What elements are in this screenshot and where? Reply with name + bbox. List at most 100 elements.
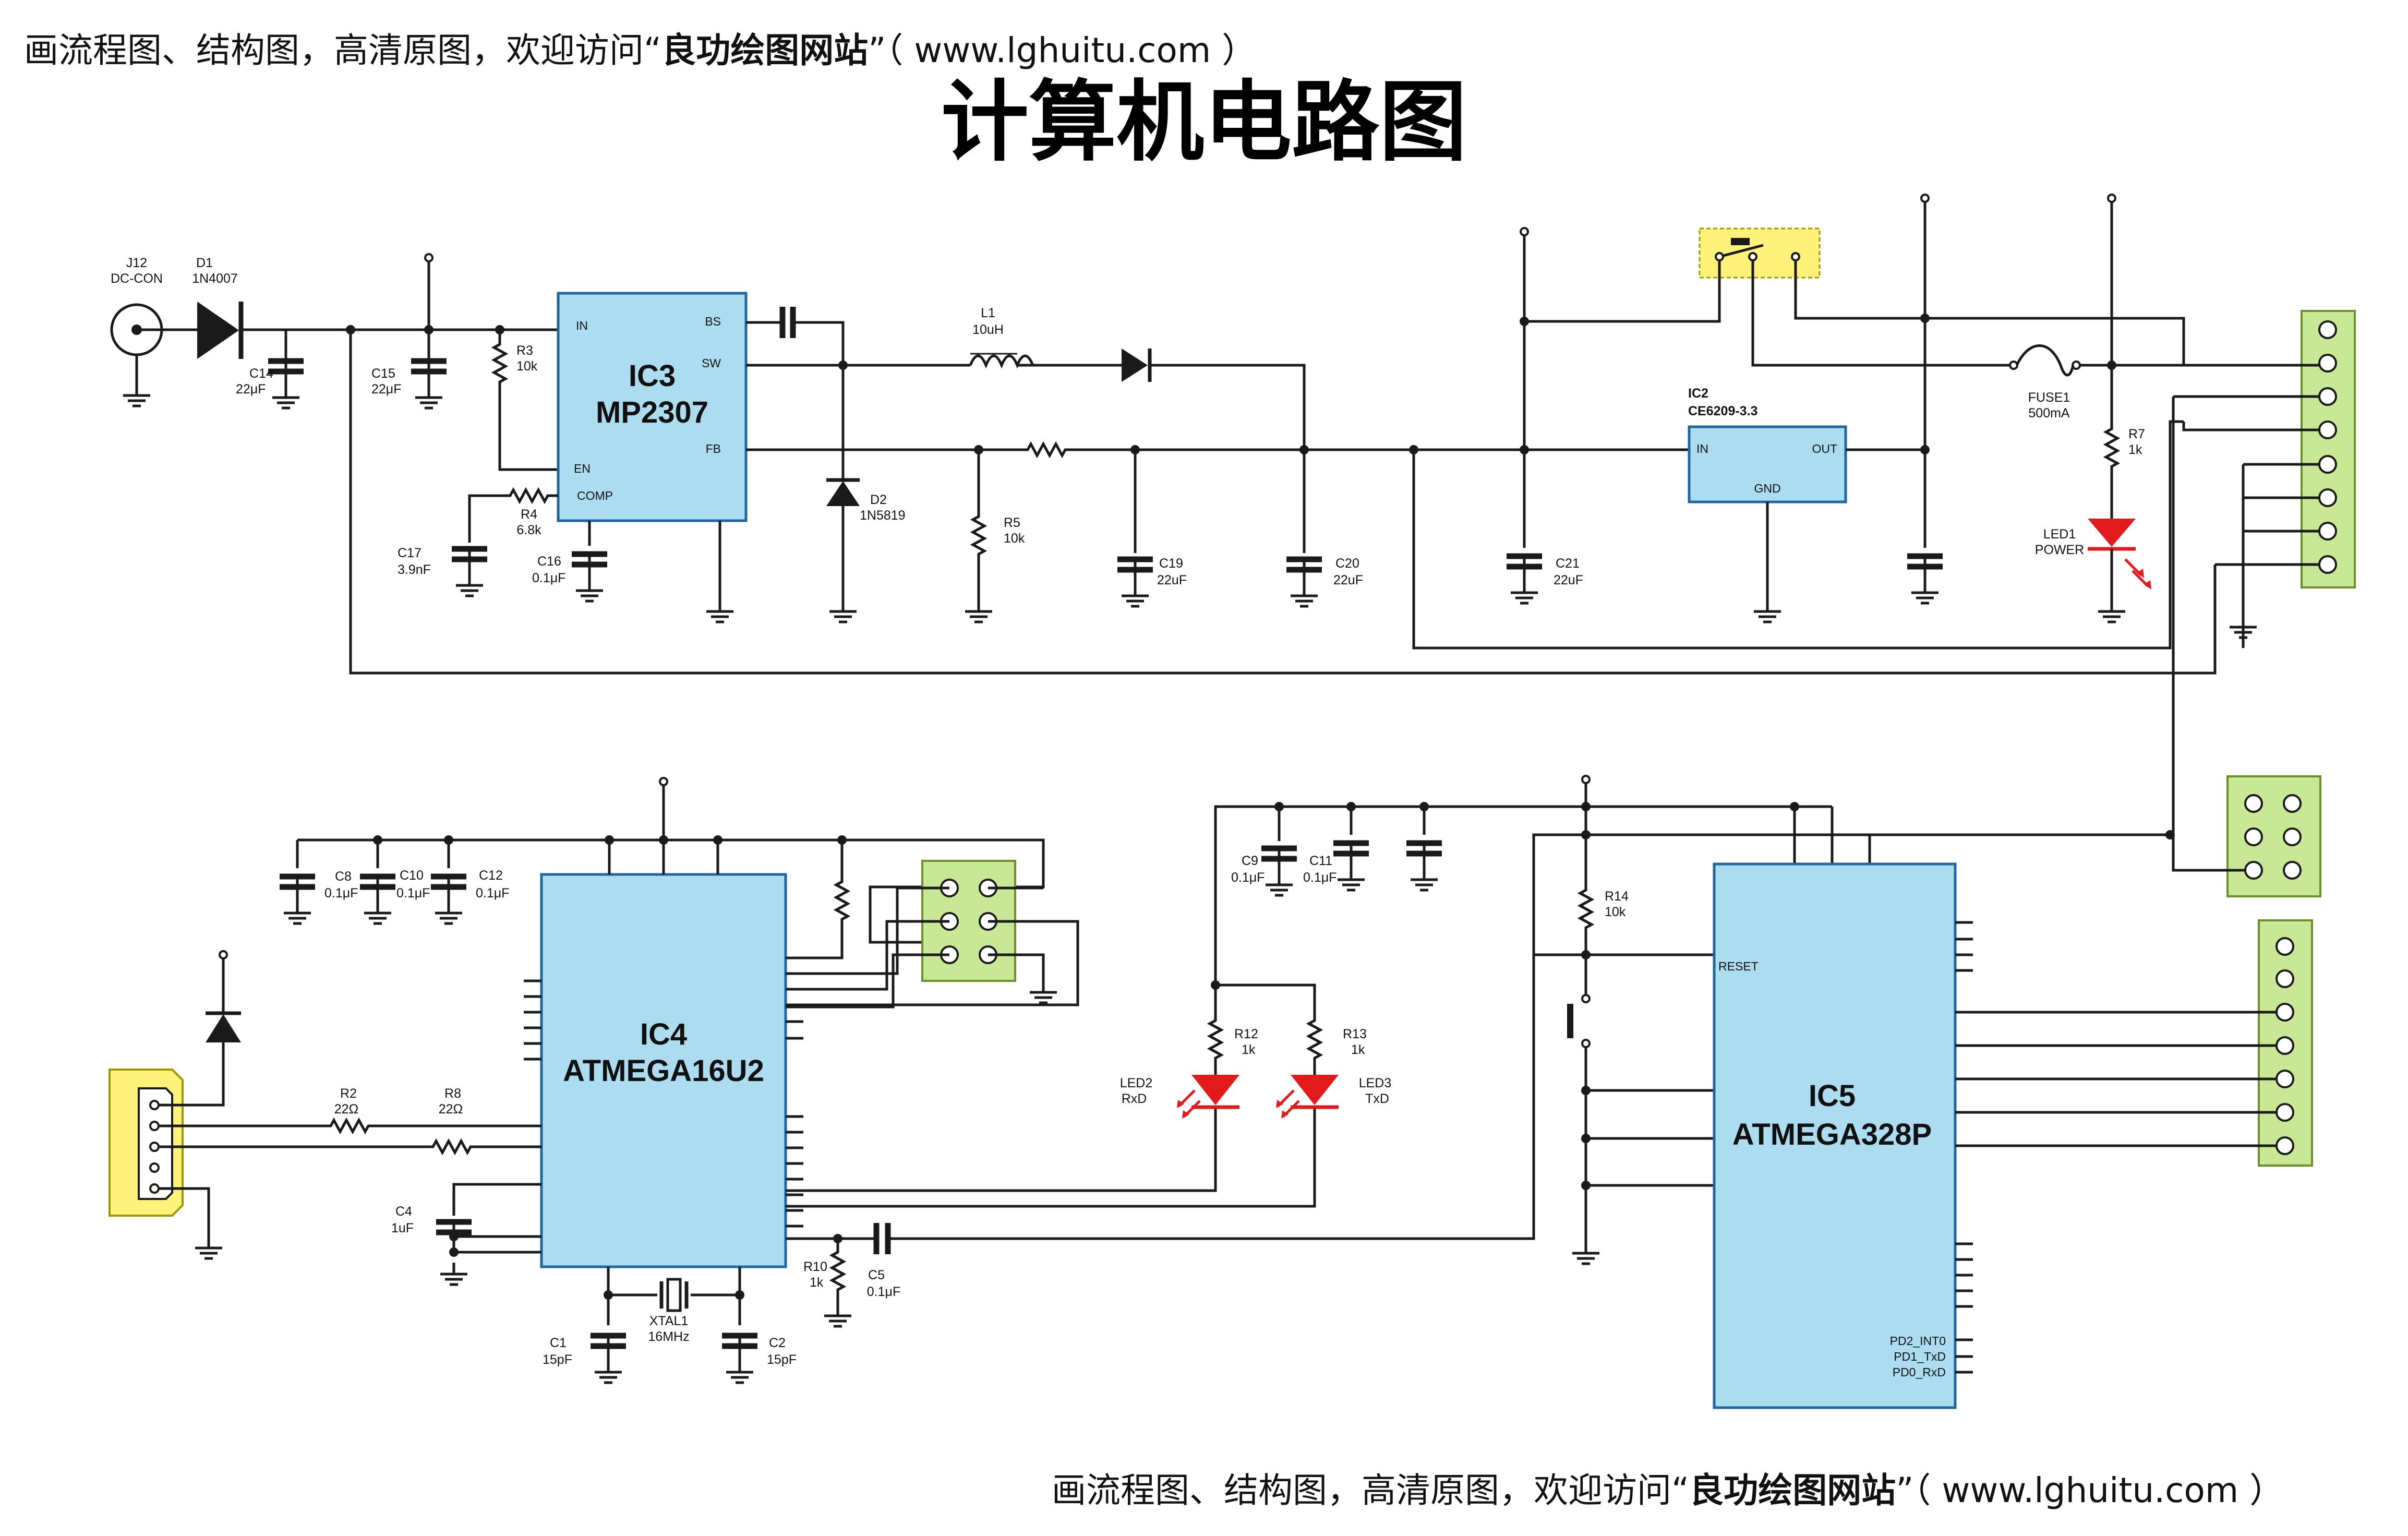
banner-bottom: 画流程图、结构图，高清原图，欢迎访问“良功绘图网站”（ www.lghuitu.… (1052, 1470, 2284, 1510)
svg-text:R2: R2 (340, 1086, 357, 1101)
svg-text:FB: FB (706, 442, 721, 455)
svg-text:XTAL1: XTAL1 (649, 1314, 689, 1328)
header-7pin-io (2258, 919, 2313, 1167)
svg-text:CE6209-3.3: CE6209-3.3 (1688, 404, 1757, 418)
svg-text:C20: C20 (1335, 556, 1359, 571)
svg-text:16MHz: 16MHz (648, 1329, 689, 1344)
svg-text:3.9nF: 3.9nF (398, 562, 431, 577)
svg-text:BS: BS (705, 315, 721, 328)
svg-text:FUSE1: FUSE1 (2028, 390, 2070, 405)
svg-text:10k: 10k (1004, 531, 1025, 546)
svg-text:POWER: POWER (2035, 543, 2084, 557)
svg-text:1N4007: 1N4007 (192, 271, 238, 286)
power-switch (1699, 227, 1821, 279)
svg-text:MP2307: MP2307 (596, 395, 708, 429)
svg-text:R14: R14 (1605, 889, 1629, 904)
svg-text:1k: 1k (810, 1275, 824, 1290)
svg-text:1k: 1k (2128, 442, 2142, 457)
svg-text:15pF: 15pF (767, 1352, 797, 1367)
svg-text:SW: SW (702, 356, 721, 370)
svg-text:R12: R12 (1234, 1027, 1258, 1041)
svg-text:C1: C1 (550, 1336, 567, 1350)
svg-text:10k: 10k (516, 359, 538, 374)
svg-text:L1: L1 (981, 306, 995, 320)
svg-text:R5: R5 (1004, 515, 1020, 530)
svg-text:22Ω: 22Ω (334, 1102, 359, 1117)
svg-text:0.1μF: 0.1μF (476, 886, 509, 901)
svg-text:J12: J12 (126, 256, 147, 270)
svg-text:0.1μF: 0.1μF (532, 571, 565, 585)
svg-text:R8: R8 (444, 1086, 461, 1101)
svg-text:C16: C16 (537, 554, 561, 569)
usb-connector (109, 1069, 184, 1217)
svg-text:PD1_TxD: PD1_TxD (1894, 1350, 1946, 1363)
svg-text:PD0_RxD: PD0_RxD (1893, 1365, 1946, 1379)
svg-text:ATMEGA328P: ATMEGA328P (1732, 1118, 1932, 1151)
svg-text:IN: IN (576, 319, 588, 332)
svg-text:C11: C11 (1309, 854, 1332, 868)
svg-text:COMP: COMP (577, 489, 613, 502)
ic4-left-pins (524, 979, 541, 1061)
svg-text:C9: C9 (1242, 854, 1258, 868)
svg-text:R3: R3 (516, 343, 533, 358)
svg-text:D2: D2 (870, 493, 887, 507)
svg-text:IC2: IC2 (1688, 386, 1708, 401)
svg-text:1k: 1k (1242, 1042, 1256, 1057)
svg-text:22uF: 22uF (1554, 573, 1583, 587)
led2-rxd: LED2 RxD (1120, 1075, 1239, 1119)
svg-text:C19: C19 (1159, 556, 1183, 571)
ic4-atmega16u2: IC4 ATMEGA16U2 (540, 873, 787, 1268)
svg-text:D1: D1 (196, 256, 213, 270)
svg-text:RESET: RESET (1718, 959, 1759, 973)
isp-header-ic5 (2226, 775, 2321, 897)
svg-text:RxD: RxD (1122, 1091, 1147, 1106)
svg-text:IC4: IC4 (640, 1017, 687, 1051)
svg-text:C17: C17 (398, 546, 422, 560)
svg-text:22uF: 22uF (1157, 573, 1187, 587)
ic5-right-pins (1955, 921, 1973, 1374)
svg-text:OUT: OUT (1812, 442, 1837, 455)
page-title: 计算机电路图 (941, 71, 1467, 173)
ic3-mp2307: IN BS SW EN FB COMP IC3 MP2307 (557, 292, 748, 522)
svg-text:22μF: 22μF (236, 382, 266, 397)
svg-text:C4: C4 (395, 1204, 412, 1219)
svg-text:IC3: IC3 (629, 359, 676, 393)
svg-text:1N5819: 1N5819 (860, 508, 906, 523)
svg-text:0.1μF: 0.1μF (324, 886, 358, 901)
svg-text:C12: C12 (479, 868, 503, 883)
svg-text:1uF: 1uF (391, 1221, 414, 1235)
svg-text:LED1: LED1 (2043, 527, 2076, 542)
svg-text:0.1μF: 0.1μF (1231, 870, 1265, 885)
svg-text:C15: C15 (371, 366, 395, 381)
led3-txd: LED3 TxD (1276, 1075, 1391, 1119)
svg-text:0.1μF: 0.1μF (1303, 870, 1337, 885)
ic2-ce6209: IN OUT GND IC2 CE6209-3.3 (1688, 386, 1847, 503)
svg-text:TxD: TxD (1365, 1091, 1389, 1106)
svg-text:C14: C14 (249, 366, 273, 381)
svg-text:22Ω: 22Ω (439, 1102, 463, 1117)
svg-text:R10: R10 (803, 1259, 827, 1274)
svg-text:22uF: 22uF (1333, 573, 1363, 587)
svg-text:R4: R4 (521, 507, 537, 522)
ic5-atmega328p: RESET IC5 ATMEGA328P PD2_INT0 PD1_TxD PD… (1713, 862, 1957, 1409)
svg-text:10k: 10k (1605, 905, 1626, 919)
svg-text:C21: C21 (1556, 556, 1580, 571)
svg-text:DC-CON: DC-CON (111, 271, 163, 286)
svg-text:PD2_INT0: PD2_INT0 (1890, 1334, 1946, 1348)
svg-text:1k: 1k (1351, 1042, 1365, 1057)
svg-text:C8: C8 (335, 869, 352, 884)
power-supply-section: J12 DC-CON D1 1N4007 C14 22μF C15 22μF (110, 194, 2356, 835)
mcu-section: C9 0.1μF C11 0.1μF R12 1k R13 1k LED2 Rx… (1120, 775, 2321, 1409)
header-8pin-power (2301, 310, 2356, 589)
svg-text:LED3: LED3 (1359, 1076, 1392, 1090)
svg-text:6.8k: 6.8k (516, 523, 541, 537)
svg-text:R13: R13 (1343, 1027, 1367, 1041)
svg-text:EN: EN (574, 462, 591, 475)
svg-text:10uH: 10uH (972, 322, 1004, 337)
usb-interface-section: IC4 ATMEGA16U2 (109, 777, 1535, 1383)
svg-text:22μF: 22μF (371, 382, 401, 397)
svg-text:IC5: IC5 (1809, 1079, 1856, 1113)
svg-text:R7: R7 (2128, 427, 2145, 441)
svg-text:0.1μF: 0.1μF (867, 1285, 900, 1299)
